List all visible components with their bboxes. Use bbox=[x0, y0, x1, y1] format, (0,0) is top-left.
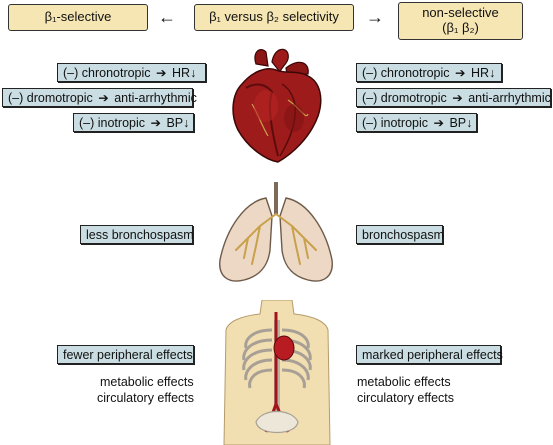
right-inotropic-text: (–) inotropic bbox=[362, 116, 428, 130]
arrow-icon: ➔ bbox=[150, 116, 161, 130]
left-dromotropic-effect: (–) dromotropic ➔ anti-arrhythmic bbox=[2, 88, 197, 107]
arrow-icon: ➔ bbox=[452, 91, 463, 105]
right-inotropic-effect: (–) inotropic ➔ BP↓ bbox=[356, 113, 477, 132]
left-lung-effect: less bronchospasm bbox=[80, 225, 194, 244]
right-bp-text: BP bbox=[449, 116, 467, 130]
right-chronotropic-text: (–) chronotropic bbox=[362, 66, 450, 80]
selectivity-label: β₁ versus β₂ selectivity bbox=[209, 9, 339, 25]
selectivity-box: β₁ versus β₂ selectivity bbox=[194, 4, 354, 31]
right-dromotropic-effect: (–) dromotropic ➔ anti-arrhythmic bbox=[356, 88, 551, 107]
right-hr-text: HR bbox=[471, 66, 490, 80]
non-selective-box: non-selective (β₁ β₂) bbox=[398, 2, 523, 40]
down-arrow-icon: ↓ bbox=[190, 66, 197, 80]
right-chronotropic-effect: (–) chronotropic ➔ HR↓ bbox=[356, 63, 502, 82]
non-selective-label: non-selective bbox=[422, 5, 499, 21]
right-dromotropic-text: (–) dromotropic bbox=[362, 91, 447, 105]
right-lung-text: bronchospasm bbox=[362, 228, 444, 242]
left-inotropic-text: (–) inotropic bbox=[79, 116, 145, 130]
left-circulatory-text: circulatory effects bbox=[97, 391, 195, 405]
torso-illustration bbox=[223, 300, 331, 445]
left-peripheral-effect: fewer peripheral effects bbox=[57, 345, 194, 364]
down-arrow-icon: ↓ bbox=[466, 116, 473, 130]
right-peripheral-text: marked peripheral effects bbox=[362, 348, 503, 362]
right-antiarrhythmic-text: anti-arrhythmic bbox=[468, 91, 551, 105]
arrow-icon: ➔ bbox=[433, 116, 444, 130]
right-peripheral-effect: marked peripheral effects bbox=[356, 345, 503, 364]
arrow-icon: ➔ bbox=[98, 91, 109, 105]
left-dromotropic-text: (–) dromotropic bbox=[8, 91, 93, 105]
beta1-selective-box: β₁-selective bbox=[8, 4, 148, 31]
beta1-selective-label: β₁-selective bbox=[44, 9, 112, 25]
left-bp-text: BP bbox=[166, 116, 184, 130]
left-metabolic-text: metabolic effects bbox=[100, 375, 194, 389]
left-peripheral-text: fewer peripheral effects bbox=[63, 348, 193, 362]
right-metabolic-text: metabolic effects bbox=[357, 375, 451, 389]
down-arrow-icon: ↓ bbox=[489, 66, 496, 80]
right-lung-effect: bronchospasm bbox=[356, 225, 444, 244]
right-circulatory-text: circulatory effects bbox=[357, 391, 455, 405]
left-inotropic-effect: (–) inotropic ➔ BP↓ bbox=[73, 113, 194, 132]
arrow-icon: ➔ bbox=[455, 66, 466, 80]
non-selective-subtype: (β₁ β₂) bbox=[442, 20, 479, 35]
lungs-illustration bbox=[219, 182, 333, 282]
left-hr-text: HR bbox=[172, 66, 191, 80]
left-lung-text: less bronchospasm bbox=[86, 228, 194, 242]
left-chronotropic-text: (–) chronotropic bbox=[63, 66, 151, 80]
arrow-icon: ➔ bbox=[156, 66, 167, 80]
arrow-left-icon: ← bbox=[158, 7, 176, 27]
left-antiarrhythmic-text: anti-arrhythmic bbox=[114, 91, 197, 105]
heart-illustration bbox=[232, 48, 322, 163]
arrow-right-icon: → bbox=[366, 7, 384, 27]
down-arrow-icon: ↓ bbox=[183, 116, 190, 130]
left-chronotropic-effect: (–) chronotropic ➔ HR↓ bbox=[57, 63, 206, 82]
